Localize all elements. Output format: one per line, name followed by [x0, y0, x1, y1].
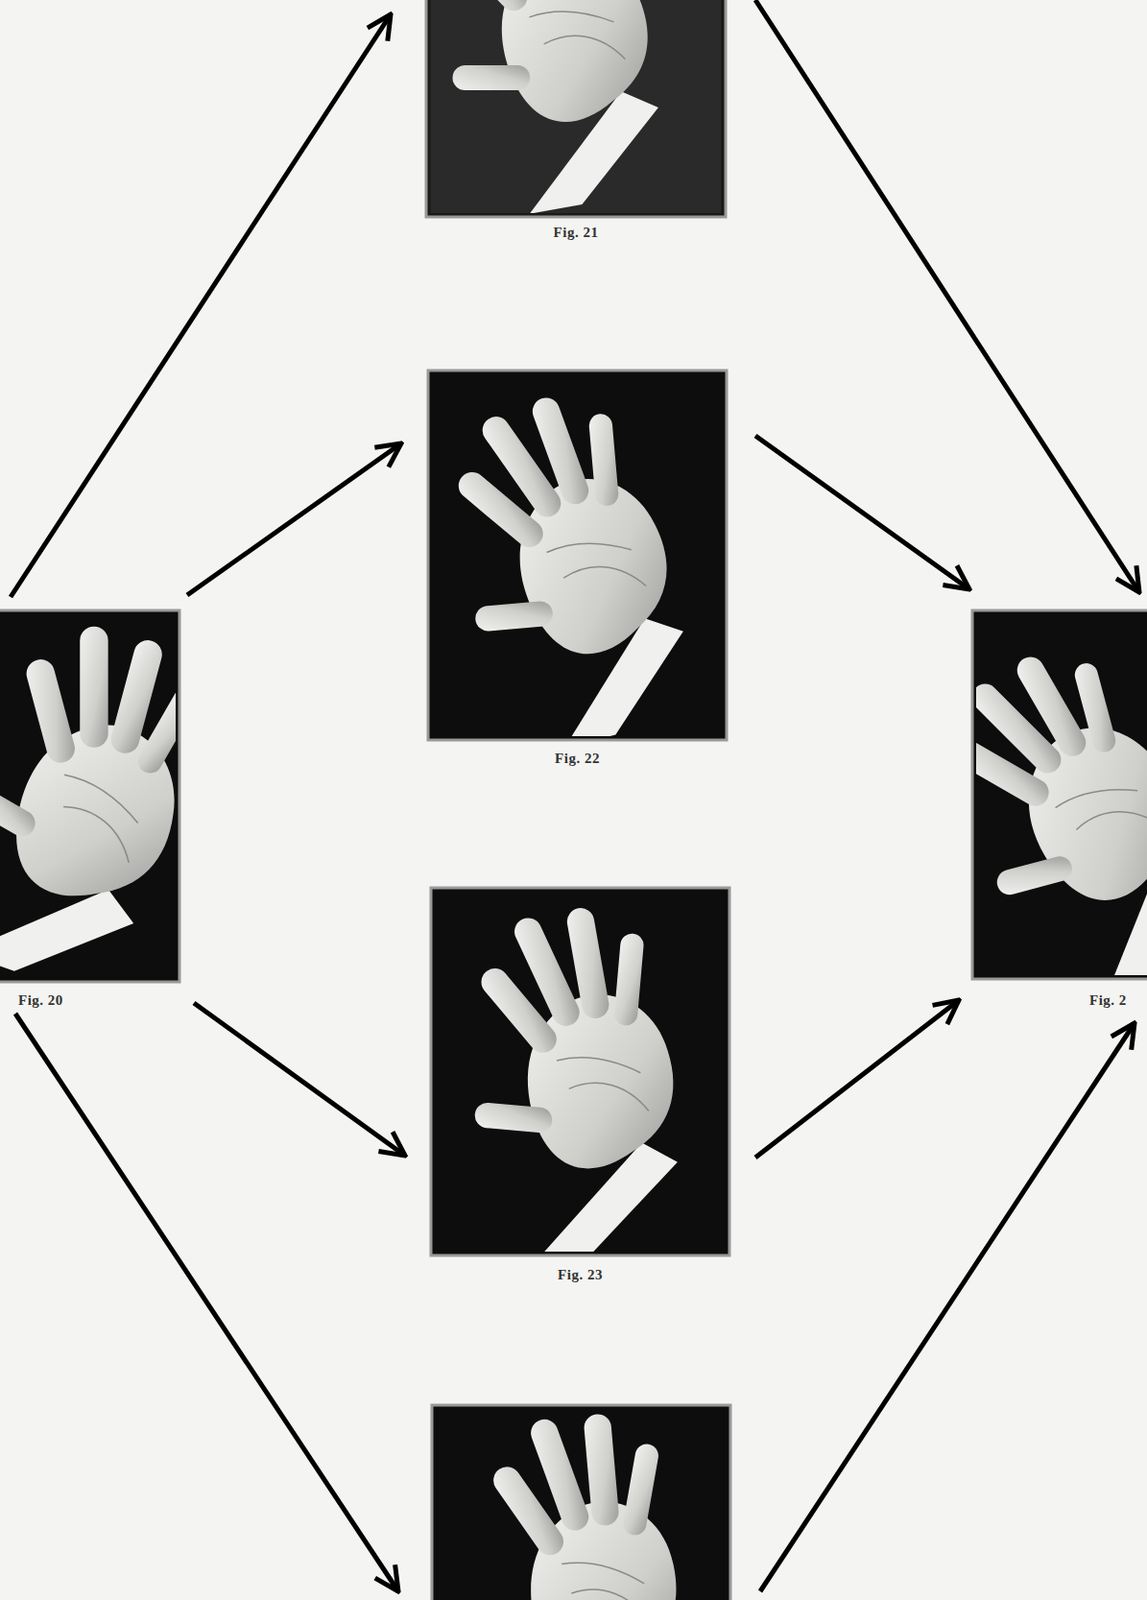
figure-caption: Fig. 20 [18, 992, 64, 1009]
arrow-connector [760, 1023, 1135, 1592]
figure-caption: Fig. 22 [554, 750, 600, 767]
figure-caption: Fig. 21 [553, 224, 599, 241]
figure-caption: Fig. 2 [1089, 992, 1127, 1009]
arrow-connector [193, 1003, 406, 1156]
arrow-connector [187, 443, 402, 596]
photo-frame [431, 1405, 731, 1600]
arrow-connector [15, 1013, 399, 1592]
arrow-connector [755, 1000, 959, 1158]
photo-frame: Fig. 21 [426, 0, 726, 217]
photo-frame: Fig. 23 [430, 887, 730, 1256]
arrow-connector [10, 14, 391, 598]
arrow-connector [755, 435, 970, 590]
photo-frame: Fig. 20 [0, 610, 180, 982]
photo-frame: Fig. 2 [972, 610, 1147, 980]
figure-caption: Fig. 23 [557, 1266, 603, 1284]
photo-frame: Fig. 22 [428, 370, 727, 741]
arrow-connector [755, 0, 1140, 593]
